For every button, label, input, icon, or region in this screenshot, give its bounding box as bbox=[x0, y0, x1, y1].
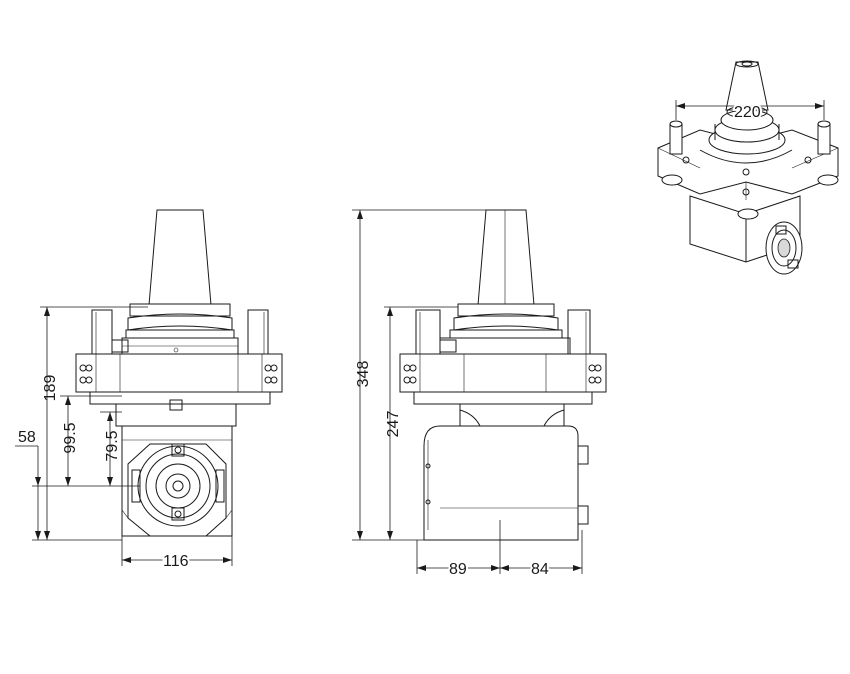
dim-side-width-right: 84 bbox=[531, 561, 549, 578]
dim-front-width: 116 bbox=[163, 553, 189, 570]
dim-side-width-left: 89 bbox=[449, 561, 467, 578]
dim-side-height-total: 348 bbox=[355, 361, 372, 388]
dim-front-height-axis: 79.5 bbox=[104, 430, 121, 461]
side-dimensions: 348 247 89 84 bbox=[352, 209, 583, 580]
dim-front-height-mid: 99.5 bbox=[62, 422, 79, 453]
dim-front-height-total: 189 bbox=[42, 375, 59, 402]
isometric-view bbox=[657, 60, 839, 275]
dim-side-height-flange: 247 bbox=[385, 411, 402, 438]
side-view bbox=[399, 209, 607, 541]
dim-iso-diameter: 220 bbox=[734, 104, 761, 121]
front-view bbox=[75, 209, 283, 537]
dim-front-offset-left: 58 bbox=[18, 429, 36, 446]
front-dimensions: 189 99.5 79.5 58 116 bbox=[15, 306, 233, 572]
iso-dimensions: 220 bbox=[675, 100, 825, 123]
